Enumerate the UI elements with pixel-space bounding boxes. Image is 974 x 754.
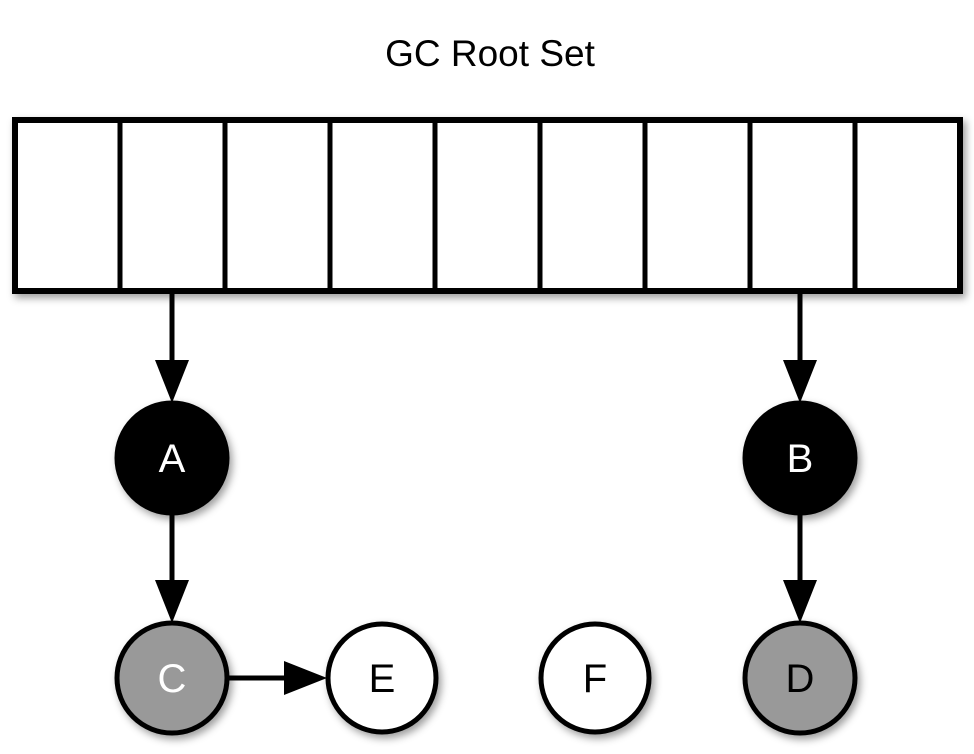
arrowhead-icon — [155, 580, 189, 623]
edge-root-to-B — [783, 291, 817, 403]
node-shape-f — [538, 621, 652, 735]
root-set-cell-1[interactable] — [117, 117, 228, 294]
arrowhead-icon — [155, 360, 189, 403]
node-shape-d — [742, 620, 858, 736]
root-set-cell-2[interactable] — [222, 117, 333, 294]
gc-root-set-array — [12, 117, 963, 294]
node-label-b: B — [787, 437, 814, 481]
edge-root-to-A — [155, 291, 189, 403]
node-circle — [114, 620, 230, 736]
edge-A-to-C — [155, 513, 189, 623]
node-circle — [325, 621, 439, 735]
root-set-cell-7[interactable] — [747, 117, 858, 294]
arrowhead-icon — [284, 661, 327, 695]
graph-node-a[interactable]: A — [114, 400, 230, 516]
node-circle — [114, 400, 230, 516]
graph-node-f[interactable]: F — [538, 621, 652, 735]
node-label-d: D — [786, 657, 815, 701]
node-circle — [538, 621, 652, 735]
root-set-cell-3[interactable] — [327, 117, 438, 294]
root-set-cell-0[interactable] — [12, 117, 123, 294]
root-set-cell-8[interactable] — [852, 117, 963, 294]
node-label-c: C — [158, 657, 187, 701]
node-circle — [742, 400, 858, 516]
edge-C-to-E — [228, 661, 327, 695]
arrowhead-icon — [783, 580, 817, 623]
page-title: GC Root Set — [385, 33, 595, 74]
arrowhead-icon — [783, 360, 817, 403]
node-label-e: E — [369, 657, 396, 701]
graph-node-b[interactable]: B — [742, 400, 858, 516]
root-set-cell-4[interactable] — [432, 117, 543, 294]
node-shape-e — [325, 621, 439, 735]
node-shape-c — [114, 620, 230, 736]
graph-node-d[interactable]: D — [742, 620, 858, 736]
node-shape-b — [742, 400, 858, 516]
node-circle — [742, 620, 858, 736]
root-set-cell-5[interactable] — [537, 117, 648, 294]
node-label-a: A — [159, 437, 186, 481]
graph-node-e[interactable]: E — [325, 621, 439, 735]
root-set-cell-6[interactable] — [642, 117, 753, 294]
node-label-f: F — [583, 657, 607, 701]
root-set-frame — [12, 117, 963, 294]
node-shape-a — [114, 400, 230, 516]
graph-node-c[interactable]: C — [114, 620, 230, 736]
edge-B-to-D — [783, 513, 817, 623]
